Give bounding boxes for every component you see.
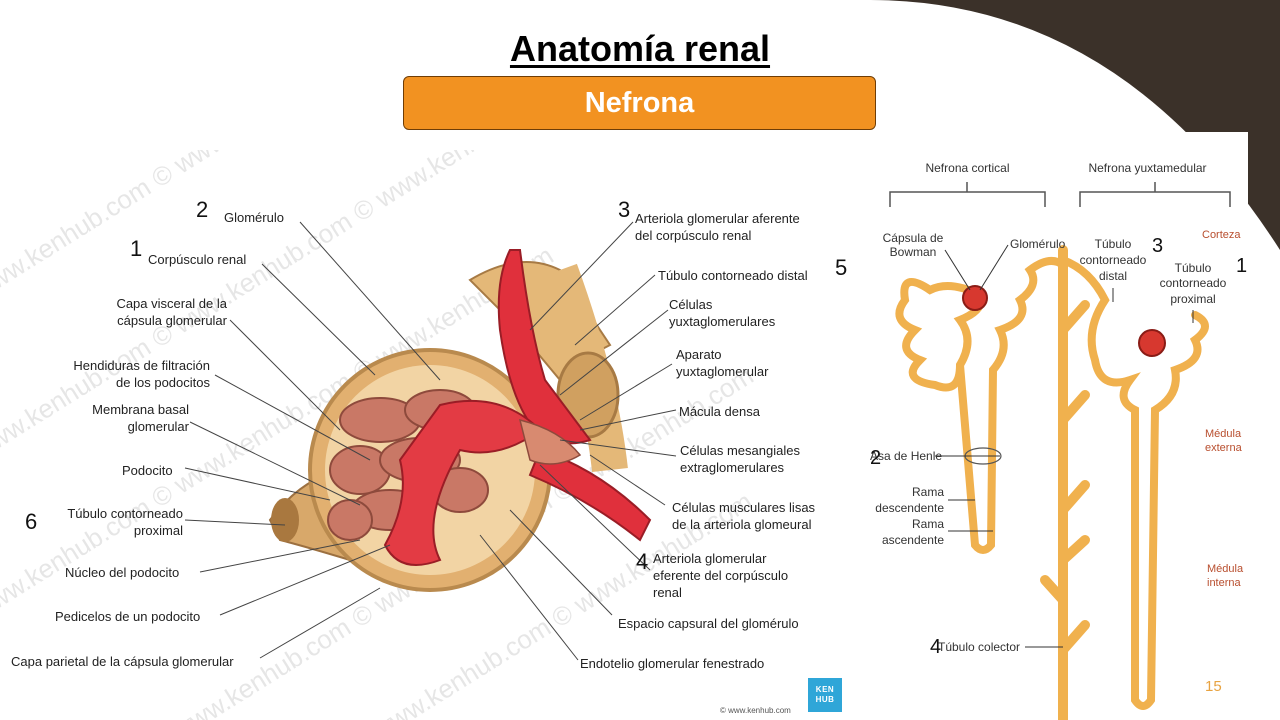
label-n-glomerulo: Glomérulo: [1010, 237, 1066, 251]
label-capa-visceral-1: Capa visceral de la: [116, 296, 227, 311]
label-rama-descendente-1: Rama: [911, 485, 944, 499]
label-arteriola-eferente-1: Arteriola glomerular: [653, 551, 767, 566]
leader-lines: [184, 221, 677, 661]
label-hendiduras-2: de los podocitos: [116, 375, 210, 390]
zone-medula-externa-2: externa: [1205, 442, 1242, 454]
label-corpusculo-renal: Corpúsculo renal: [148, 252, 247, 267]
label-capsula-bowman-2: Bowman: [889, 245, 937, 259]
label-aparato-yg-1: Aparato: [676, 347, 722, 362]
label-macula-densa: Mácula densa: [679, 404, 760, 419]
label-arteriola-eferente-3: renal: [653, 585, 682, 600]
nephron-illustration: [889, 182, 1231, 720]
label-tubulo-colector: Túbulo colector: [938, 640, 1021, 654]
label-rama-descendente-2: descendente: [875, 501, 944, 515]
label-arteriola-aferente-1: Arteriola glomerular aferente: [635, 211, 800, 226]
label-musculares-lisas-1: Células musculares lisas: [672, 500, 816, 515]
zone-medula-externa-1: Médula: [1205, 428, 1242, 440]
label-rama-ascendente-1: Rama: [911, 517, 944, 531]
label-podocito: Podocito: [122, 463, 173, 478]
label-hendiduras-1: Hendiduras de filtración: [73, 358, 210, 373]
label-tcd-1: Túbulo: [1094, 237, 1132, 251]
zone-medula-interna-1: Médula: [1207, 563, 1244, 575]
proximal-tubule-lumen: [271, 498, 299, 542]
nephron-number-3: 3: [1152, 235, 1164, 257]
label-membrana-basal-2: glomerular: [127, 419, 189, 434]
section-banner: Nefrona: [403, 76, 876, 130]
label-celulas-yg-1: Células: [669, 297, 713, 312]
collecting-duct: [1040, 245, 1090, 720]
zone-medula-interna-2: interna: [1207, 577, 1241, 589]
number-3: 3: [618, 197, 631, 222]
kenhub-logo: KEN HUB: [808, 678, 842, 712]
label-tcp-2: contorneado: [1159, 276, 1227, 290]
number-4: 4: [636, 549, 649, 574]
glomerulus-illustration: www.kenhub.com © www.kenhub.com © www.ke…: [0, 150, 759, 720]
label-arteriola-aferente-2: del corpúsculo renal: [635, 228, 752, 243]
label-mesangiales-2: extraglomerulares: [680, 460, 785, 475]
label-nucleo-podocito: Núcleo del podocito: [65, 565, 180, 580]
label-arteriola-eferente-2: eferente del corpúsculo: [653, 568, 789, 583]
label-endotelio: Endotelio glomerular fenestrado: [580, 656, 765, 671]
label-tubulo-distal: Túbulo contorneado distal: [658, 268, 808, 283]
header-brackets: [889, 182, 1231, 207]
label-espacio-capsural: Espacio capsural del glomérulo: [618, 616, 799, 631]
label-rama-ascendente-2: ascendente: [881, 533, 944, 547]
kenhub-logo-line-2: HUB: [815, 695, 835, 704]
label-tubulo-proximal-1: Túbulo contorneado: [67, 506, 183, 521]
number-2: 2: [196, 197, 209, 222]
nephron-number-2: 2: [870, 447, 882, 469]
header-nefrona-cortical: Nefrona cortical: [925, 161, 1010, 175]
image-credit: © www.kenhub.com: [720, 706, 791, 715]
label-asa-henle: Asa de Henle: [870, 449, 943, 463]
label-tcd-3: distal: [1098, 269, 1127, 283]
label-capa-parietal: Capa parietal de la cápsula glomerular: [11, 654, 234, 669]
page-number: 15: [1205, 678, 1222, 695]
capillary-loops-red: [383, 399, 542, 566]
label-capa-visceral-2: cápsula glomerular: [117, 313, 227, 328]
juxtaglomerular-apparatus: [518, 418, 582, 465]
glomerular-capillaries: [327, 389, 489, 541]
nephron-number-1: 1: [1236, 255, 1248, 277]
nephron-leader-lines: [935, 244, 1194, 648]
label-capsula-bowman-1: Cápsula de: [882, 231, 944, 245]
label-tcp-1: Túbulo: [1174, 261, 1212, 275]
label-tcd-2: contorneado: [1079, 253, 1147, 267]
cortical-glomerulus: [962, 285, 988, 311]
label-mesangiales-1: Células mesangiales: [680, 443, 800, 458]
label-aparato-yg-2: yuxtaglomerular: [676, 364, 769, 379]
slide-title: Anatomía renal: [509, 28, 771, 69]
number-5: 5: [835, 255, 848, 280]
label-musculares-lisas-2: de la arteriola glomeural: [672, 517, 812, 532]
number-1: 1: [130, 236, 143, 261]
label-glomerulo: Glomérulo: [224, 210, 284, 225]
juxtamedullary-nephron-tubule: [1059, 256, 1209, 710]
nephron-number-4: 4: [930, 636, 942, 658]
efferent-arteriole: [528, 448, 652, 542]
zone-corteza: Corteza: [1202, 229, 1241, 241]
label-pedicelos: Pedicelos de un podocito: [55, 609, 201, 624]
number-6: 6: [25, 509, 38, 534]
label-tcp-3: proximal: [1170, 292, 1216, 306]
header-nefrona-yuxtamedular: Nefrona yuxtamedular: [1088, 161, 1207, 175]
label-membrana-basal-1: Membrana basal: [92, 402, 189, 417]
kenhub-logo-line-1: KEN: [815, 685, 835, 694]
juxtamedullary-glomerulus: [1138, 329, 1166, 357]
cortical-nephron-tubule: [895, 257, 1067, 554]
label-tubulo-proximal-2: proximal: [133, 523, 183, 538]
label-celulas-yg-2: yuxtaglomerulares: [669, 314, 776, 329]
